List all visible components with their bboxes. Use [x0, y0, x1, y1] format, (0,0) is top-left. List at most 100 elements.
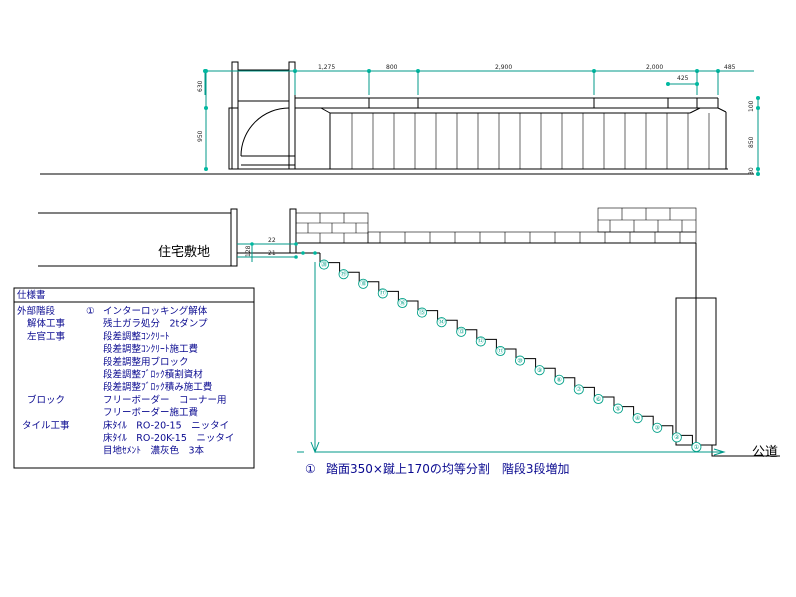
spec-frame [13, 287, 255, 469]
step-number: ⑦ [576, 386, 582, 393]
plan-left-bevel [320, 107, 331, 114]
step-number: ⑧ [557, 377, 562, 384]
step-number: ③ [655, 425, 660, 432]
site-right-post [289, 208, 297, 254]
step-number-circle [671, 432, 682, 443]
dim-b-mark [294, 255, 298, 259]
step-number-circle [554, 374, 565, 385]
spec-item: インターロッキング解体 [103, 305, 208, 317]
step-number: ④ [635, 415, 640, 422]
horizontal-arrow-head [713, 448, 726, 456]
step-number-circle [475, 336, 486, 347]
step-number-circle [397, 297, 408, 309]
dim-top-1: 1,275 [318, 64, 335, 71]
step-number-circle [338, 269, 349, 280]
spec-category: 解体工事 [27, 318, 66, 330]
plan-left-post [231, 61, 239, 170]
step-number-circle [318, 259, 330, 270]
step-number-circle [632, 413, 643, 424]
note-number: ① [305, 462, 316, 476]
step-number-circle [436, 317, 447, 328]
step-number-circle [612, 403, 624, 414]
step-number: ⑬ [458, 328, 464, 336]
landing-mark-1 [301, 251, 305, 255]
step-number: ⑳ [321, 260, 327, 268]
step-number: ⑮ [419, 308, 425, 316]
road-label: 公道 [752, 445, 778, 460]
dim-top-4: 2,000 [646, 64, 663, 71]
spec-item: 段差調整ｺﾝｸﾘｰﾄ施工費 [103, 343, 198, 355]
dim-c-mark [250, 242, 254, 246]
step-number: ⑲ [341, 270, 347, 278]
plan-view: 1,275 800 2,900 2,000 485 425 630 950 10… [40, 61, 760, 176]
dim-right-mark-1 [756, 96, 760, 100]
dim-b: 21 [268, 250, 276, 257]
plan-stair-top-notch [689, 107, 701, 114]
spec-item: 床ﾀｲﾙ RO-20-15 ニッタイ [103, 419, 229, 431]
spec-item: 残土ガラ処分 2tダンプ [103, 318, 208, 330]
dim-sub-mark-right [695, 82, 699, 86]
dim-a-mark [294, 242, 298, 246]
dim-a: 22 [268, 237, 276, 244]
step-number: ⑩ [517, 357, 522, 364]
step-number: ⑫ [478, 337, 484, 345]
step-number: ① [694, 444, 699, 451]
step-number: ⑰ [380, 289, 386, 297]
step-number-circle [593, 393, 604, 405]
spec-item: 段差調整ｺﾝｸﾘｰﾄ [103, 330, 170, 342]
site-left-post [230, 208, 238, 267]
dim-right-mark-4 [756, 172, 760, 176]
landing-mark-2 [313, 251, 317, 255]
step-number: ⑪ [497, 347, 503, 355]
step-number-circle [652, 422, 663, 433]
step-number-circle [573, 384, 584, 395]
dim-right-mark-2 [756, 106, 760, 110]
step-number-circle [534, 365, 545, 376]
plan-right-post [288, 61, 296, 170]
course-joints [379, 232, 681, 243]
spec-category: 左官工事 [27, 330, 66, 342]
spec-item: フリーボーダー施工費 [103, 407, 198, 419]
spec-title: 仕様書 [17, 289, 46, 301]
note-text: 踏面350×蹴上170の均等分割 階段3段増加 [326, 461, 570, 476]
spec-item: 段差調整ﾌﾞﾛｯｸ積み施工費 [103, 381, 212, 393]
plan-left-wall [228, 107, 239, 170]
spec-category: タイル工事 [22, 419, 70, 431]
dim-right-3: 80 [748, 167, 755, 175]
site-label: 住宅敷地 [158, 245, 210, 260]
dim-right-2: 850 [748, 136, 755, 148]
block-grid-right [597, 207, 697, 233]
dim-left-mark-3 [204, 167, 208, 171]
plan-door-jamb [288, 155, 296, 166]
dim-sub: 425 [677, 75, 689, 82]
dim-left-2: 950 [197, 130, 204, 142]
dim-left-mark-1 [204, 69, 208, 73]
step-number-circle [416, 307, 428, 318]
step-number: ② [674, 434, 680, 441]
step-number: ⑨ [537, 367, 542, 374]
dim-left-mark-2 [204, 106, 208, 110]
block-course-frame [367, 231, 697, 244]
dim-sub-mark-left [666, 82, 670, 86]
step-number-circle [495, 345, 506, 357]
dim-c: 128 [245, 245, 252, 257]
step-number: ⑭ [439, 318, 445, 326]
spec-num: ① [86, 306, 95, 317]
spec-item: 目地ｾﾒﾝﾄ 濃灰色 3本 [103, 445, 205, 457]
plan-right-bevel [717, 107, 727, 113]
dim-top-3: 2,900 [495, 64, 512, 71]
step-number: ⑤ [615, 405, 620, 412]
dim-top-2: 800 [386, 64, 398, 71]
step-number: ⑯ [399, 299, 405, 307]
step-number-circle [456, 326, 467, 337]
dim-left-1: 630 [197, 80, 204, 92]
spec-item: フリーボーダー コーナー用 [103, 394, 227, 406]
block-grid-left [295, 212, 369, 244]
dim-top-5: 485 [724, 64, 736, 71]
spec-item: 段差調整用ブロック [103, 356, 189, 368]
